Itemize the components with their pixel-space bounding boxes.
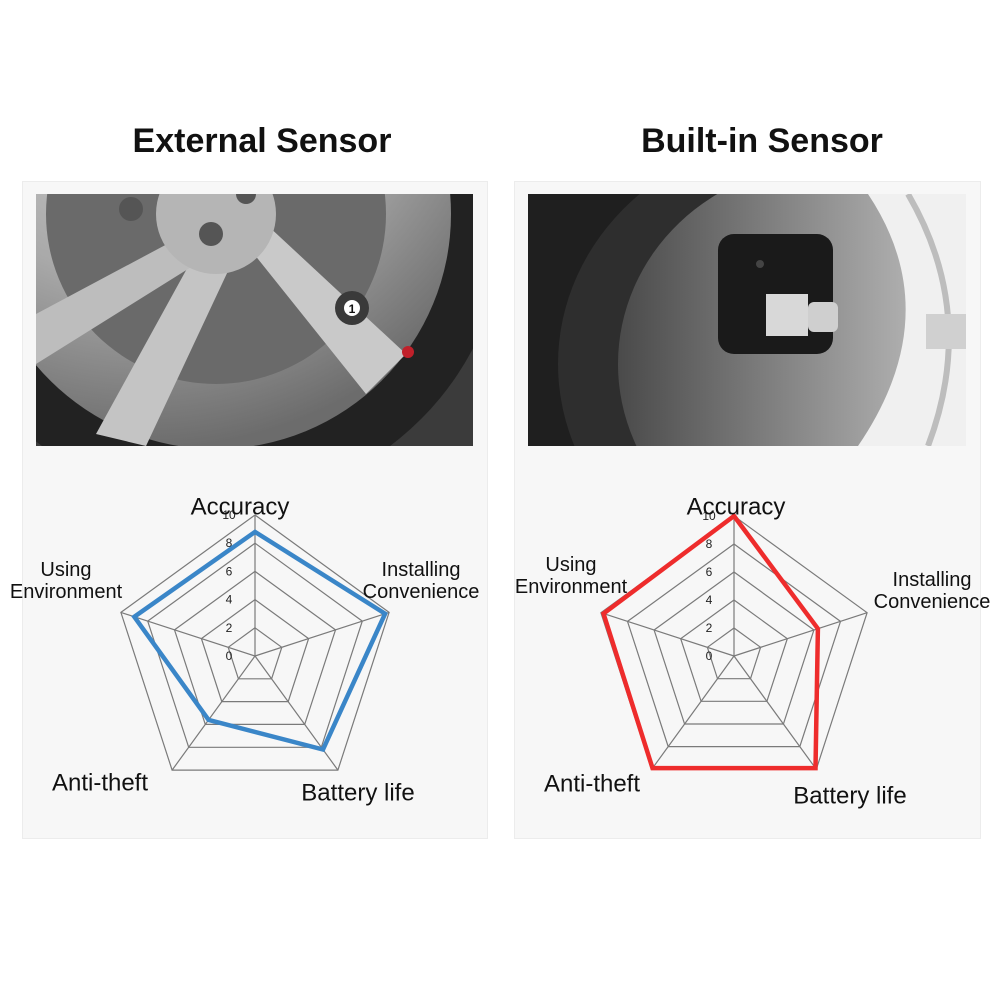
tire-interior-photo-icon (528, 194, 966, 446)
radar-tick-label: 10 (222, 508, 236, 522)
radar-spoke (171, 655, 256, 771)
radar-grid-ring (626, 543, 842, 748)
radar-series-line (131, 529, 388, 753)
radar-spoke (600, 612, 735, 657)
radar-tick-label: 2 (706, 621, 713, 635)
radar-spoke (733, 655, 817, 770)
radar-tick-label: 4 (226, 593, 233, 607)
radar-grid-ring (146, 542, 364, 748)
sensor-badge: 1 (349, 302, 356, 316)
radar-spoke (254, 611, 390, 657)
radar-tick-label: 2 (226, 621, 233, 635)
external-sensor-photo: 1 (36, 194, 473, 446)
radar-axis-label: Anti-theft (52, 769, 148, 796)
radar-spoke (254, 655, 339, 771)
radar-grid-ring (173, 570, 337, 726)
radar-tick-label: 8 (706, 537, 713, 551)
radar-axis-label: Anti-theft (544, 770, 640, 797)
radar-grid-ring (706, 627, 762, 680)
radar-spoke (120, 611, 256, 657)
radar-axis-label: Accuracy (191, 493, 290, 520)
panel-title-builtin: Built-in Sensor (641, 122, 883, 160)
radar-tick-label: 10 (702, 509, 716, 523)
wheel-photo-icon: 1 (36, 194, 473, 446)
radar-tick-label: 8 (226, 536, 233, 550)
radar-spoke (733, 612, 868, 657)
radar-axis-label: Battery life (301, 779, 414, 806)
panel-title-external: External Sensor (132, 122, 392, 160)
radar-axis-label: Battery life (793, 782, 906, 809)
radar-spoke (651, 655, 735, 770)
builtin-sensor-photo (528, 194, 966, 446)
radar-grid-ring (679, 599, 789, 702)
radar-grid-ring (200, 598, 310, 703)
radar-grid-ring (227, 627, 283, 680)
radar-grid-ring (653, 571, 815, 725)
radar-tick-label: 6 (226, 564, 233, 578)
radar-axis-label: Accuracy (687, 493, 786, 520)
radar-series-line (600, 512, 821, 771)
radar-tick-label: 4 (706, 593, 713, 607)
radar-tick-label: 0 (226, 649, 233, 663)
radar-tick-label: 0 (706, 649, 713, 663)
radar-tick-label: 6 (706, 565, 713, 579)
radar-grid-ring (120, 514, 390, 771)
